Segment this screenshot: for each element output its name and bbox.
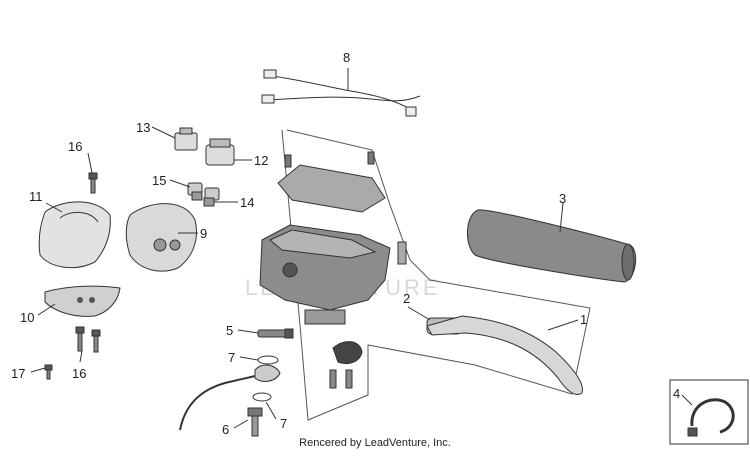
callout-11: 11 bbox=[29, 189, 43, 204]
mounting-clamp[interactable] bbox=[329, 341, 363, 389]
callout-7-lower: 7 bbox=[280, 416, 287, 431]
switch-housing-cover[interactable] bbox=[38, 201, 111, 269]
washer-7-lower[interactable] bbox=[252, 392, 272, 402]
switch-housing[interactable] bbox=[125, 203, 197, 272]
callout-12: 12 bbox=[254, 153, 268, 168]
leader-lines bbox=[30, 68, 693, 429]
switch-unit[interactable] bbox=[205, 138, 235, 166]
callout-2: 2 bbox=[403, 291, 410, 306]
switch-block[interactable] bbox=[174, 127, 198, 151]
assembly-outline bbox=[281, 129, 591, 421]
small-switch-15[interactable] bbox=[187, 182, 203, 201]
screw-16-upper[interactable] bbox=[88, 172, 98, 194]
footer-credit: Rencered by LeadVenture, Inc. bbox=[299, 437, 451, 449]
callout-4: 4 bbox=[673, 386, 680, 401]
brake-light-switch[interactable] bbox=[257, 328, 294, 339]
callouts: 8 13 12 15 14 16 11 9 10 16 17 5 7 7 6 3… bbox=[11, 50, 680, 437]
callout-7-upper: 7 bbox=[228, 350, 235, 365]
callout-13: 13 bbox=[136, 120, 150, 135]
callout-15: 15 bbox=[152, 173, 166, 188]
screw-16-lower[interactable] bbox=[75, 326, 101, 353]
inset-clamp-box bbox=[669, 379, 749, 445]
callout-10: 10 bbox=[20, 310, 34, 325]
brake-lever[interactable] bbox=[426, 315, 584, 395]
brake-hose[interactable] bbox=[179, 364, 281, 431]
banjo-bolt[interactable] bbox=[247, 407, 263, 437]
screw-17[interactable] bbox=[44, 364, 53, 380]
callout-5: 5 bbox=[226, 323, 233, 338]
small-switch-14[interactable] bbox=[203, 187, 220, 207]
reservoir-cover[interactable] bbox=[277, 151, 386, 213]
wiring-harness[interactable] bbox=[261, 69, 421, 117]
callout-9: 9 bbox=[200, 226, 207, 241]
callout-8: 8 bbox=[343, 50, 350, 65]
callout-6: 6 bbox=[222, 422, 229, 437]
callout-16-upper: 16 bbox=[68, 139, 82, 154]
handlebar-grip[interactable] bbox=[467, 209, 637, 283]
washer-7-upper[interactable] bbox=[257, 355, 279, 365]
callout-3: 3 bbox=[559, 191, 566, 206]
lower-housing[interactable] bbox=[44, 285, 121, 317]
callout-17: 17 bbox=[11, 366, 25, 381]
callout-1: 1 bbox=[580, 312, 587, 327]
callout-16-lower: 16 bbox=[72, 366, 86, 381]
callout-14: 14 bbox=[240, 195, 254, 210]
hose-clamp[interactable] bbox=[687, 398, 735, 437]
master-cylinder[interactable] bbox=[259, 224, 407, 325]
